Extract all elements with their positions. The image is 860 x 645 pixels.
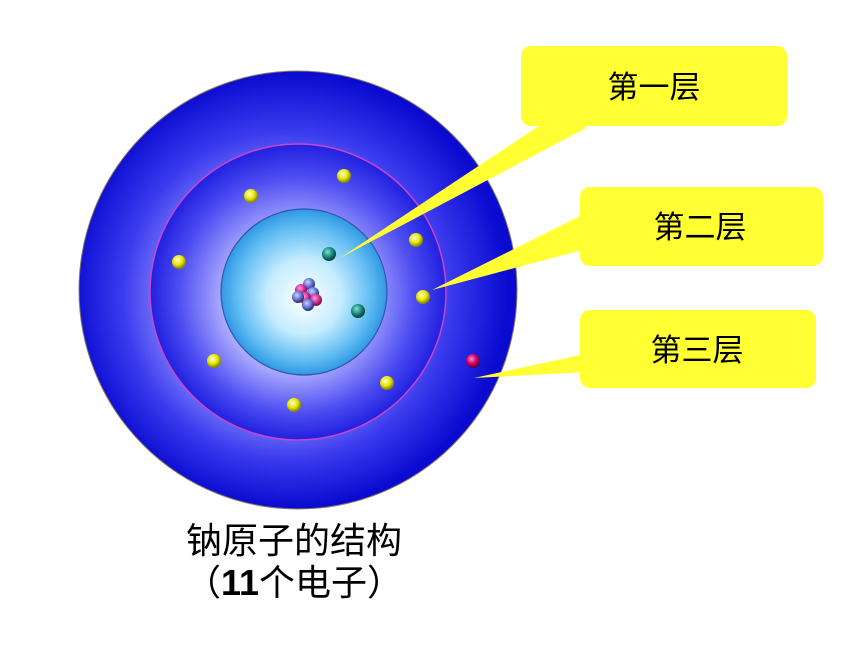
caption-rest: 个电子） — [259, 563, 403, 604]
caption-open-paren: （ — [185, 563, 221, 604]
callout-third-layer: 第三层 — [580, 310, 816, 388]
caption-title: 钠原子的结构 — [186, 521, 402, 562]
callout-pointer-third-layer — [474, 354, 587, 378]
first-shell-electrons — [322, 247, 365, 318]
electron — [287, 398, 301, 412]
callout-first-layer: 第一层 — [521, 46, 787, 126]
callout-label-second-layer: 第二层 — [654, 210, 747, 246]
electron — [244, 189, 258, 203]
electron — [416, 290, 430, 304]
callout-second-layer: 第二层 — [580, 187, 823, 266]
electron-count: 11 — [221, 562, 259, 603]
callout-pointer-first-layer — [340, 100, 586, 258]
neutron — [292, 291, 304, 303]
electron — [322, 247, 336, 261]
callout-pointer-second-layer — [432, 214, 590, 290]
callout-label-third-layer: 第三层 — [651, 333, 744, 369]
electron — [172, 255, 186, 269]
electron — [337, 169, 351, 183]
valence-electron — [466, 354, 480, 368]
electron — [351, 304, 365, 318]
electron — [207, 354, 221, 368]
caption-subtitle: （11个电子） — [185, 562, 403, 604]
electron — [380, 376, 394, 390]
neutron — [302, 299, 314, 311]
callout-label-first-layer: 第一层 — [608, 70, 701, 106]
second-shell-electrons — [172, 169, 430, 412]
electron — [409, 233, 423, 247]
nucleus — [292, 278, 322, 311]
